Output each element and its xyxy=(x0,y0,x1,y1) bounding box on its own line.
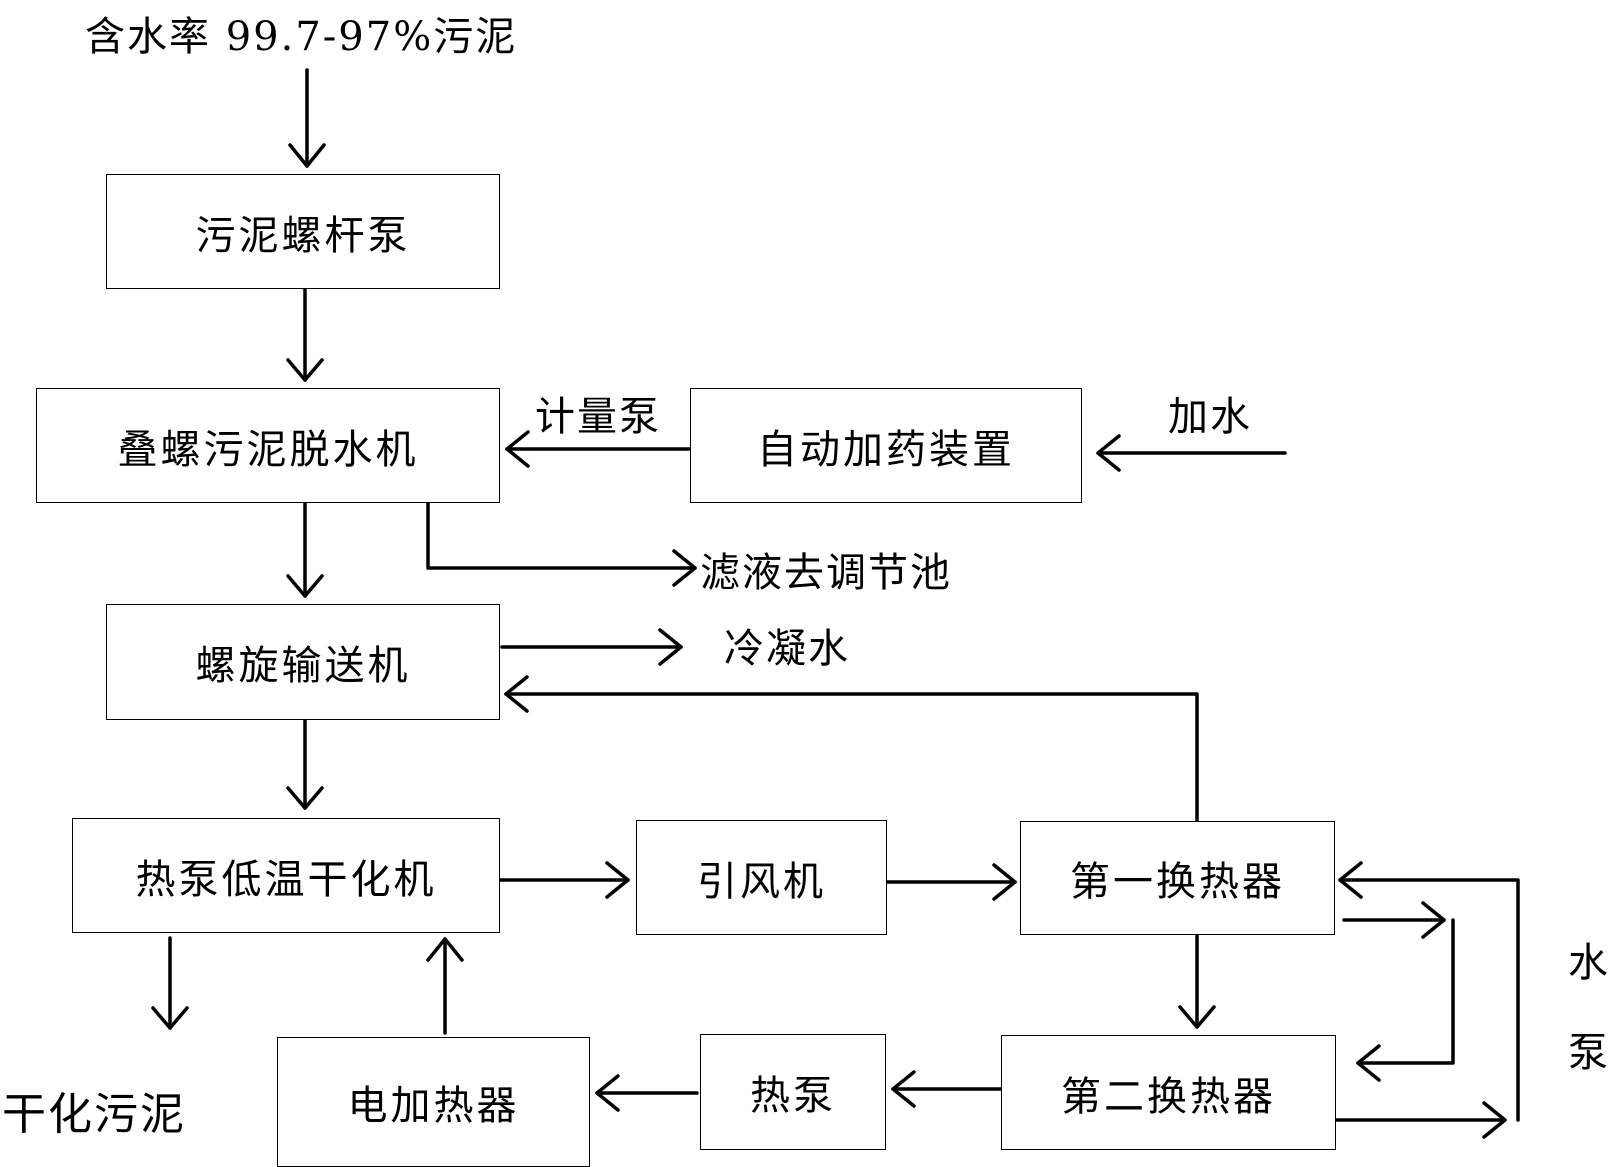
dried-sludge-label: 干化污泥 xyxy=(2,1089,186,1140)
electric-heater-box: 电加热器 xyxy=(277,1037,590,1167)
sludge-input-label: 含水率 99.7-97%污泥 xyxy=(85,14,518,60)
water-pump-label-top: 水 xyxy=(1568,940,1610,986)
filtrate-label: 滤液去调节池 xyxy=(700,550,952,596)
screw-pump-box: 污泥螺杆泵 xyxy=(106,174,500,289)
second-exchanger-box: 第二换热器 xyxy=(1001,1035,1336,1150)
dewatering-machine-box: 叠螺污泥脱水机 xyxy=(36,388,500,503)
condensate-label: 冷凝水 xyxy=(724,626,850,672)
metering-pump-label: 计量泵 xyxy=(535,394,661,440)
first-exchanger-box: 第一换热器 xyxy=(1020,821,1335,935)
water-pump-label-bottom: 泵 xyxy=(1568,1030,1610,1076)
heat-pump-box: 热泵 xyxy=(700,1034,886,1150)
induced-fan-box: 引风机 xyxy=(636,820,887,935)
add-water-label: 加水 xyxy=(1168,394,1252,440)
heat-pump-dryer-box: 热泵低温干化机 xyxy=(72,818,500,933)
auto-dosing-box: 自动加药装置 xyxy=(690,388,1082,503)
screw-conveyor-box: 螺旋输送机 xyxy=(106,604,500,720)
